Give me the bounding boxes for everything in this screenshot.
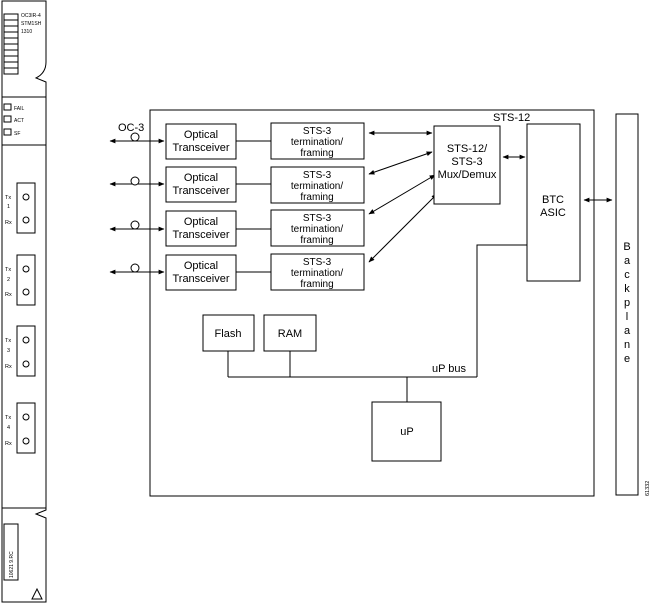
svg-text:framing: framing — [300, 192, 333, 203]
card-title-line-3: 1310 — [21, 29, 32, 35]
svg-text:uP: uP — [400, 426, 413, 438]
sts12-enclosure — [149, 109, 595, 497]
svg-text:STS-3: STS-3 — [303, 213, 332, 224]
svg-text:B: B — [623, 241, 630, 253]
svg-text:ACT: ACT — [14, 118, 24, 124]
svg-text:Optical: Optical — [184, 172, 218, 184]
svg-text:framing: framing — [300, 279, 333, 290]
optical-transceiver-4: Optical Transceiver — [165, 254, 237, 291]
port-3: Tx 3 Rx — [5, 325, 36, 377]
svg-text:10621 9.RC: 10621 9.RC — [9, 551, 15, 578]
flash-block: Flash — [202, 314, 255, 352]
svg-text:framing: framing — [300, 148, 333, 159]
svg-text:k: k — [624, 283, 630, 295]
svg-text:Rx: Rx — [5, 220, 12, 226]
svg-text:n: n — [624, 339, 630, 351]
svg-text:1: 1 — [7, 204, 10, 210]
btc-asic-block: BTC ASIC — [526, 123, 581, 282]
sts3-framer-2: STS-3 termination/ framing — [270, 166, 365, 204]
svg-text:c: c — [624, 269, 630, 281]
svg-text:termination/: termination/ — [291, 137, 343, 148]
oc3-connector-3 — [109, 220, 165, 232]
svg-text:a: a — [624, 325, 631, 337]
svg-text:termination/: termination/ — [291, 181, 343, 192]
svg-text:STS-3: STS-3 — [303, 170, 332, 181]
port-4: Tx 4 Rx — [5, 402, 36, 454]
svg-text:termination/: termination/ — [291, 224, 343, 235]
svg-text:framing: framing — [300, 235, 333, 246]
svg-text:STS-12/: STS-12/ — [447, 143, 488, 155]
svg-text:ASIC: ASIC — [540, 207, 566, 219]
triangle-icon — [31, 587, 43, 600]
svg-text:l: l — [626, 311, 628, 323]
svg-text:STS-3: STS-3 — [303, 126, 332, 137]
oc3-connector-1 — [109, 132, 165, 144]
arrow-framer-mux-3 — [368, 174, 436, 215]
svg-text:BTC: BTC — [542, 194, 564, 206]
svg-text:FAIL: FAIL — [14, 106, 25, 112]
svg-text:STS-3: STS-3 — [451, 156, 482, 168]
ram-block: RAM — [263, 314, 317, 352]
svg-text:STS-3: STS-3 — [303, 257, 332, 268]
svg-text:Rx: Rx — [5, 292, 12, 298]
port-1: Tx 1 Rx — [5, 182, 36, 234]
oc3-connector-4 — [109, 263, 165, 275]
svg-text:Transceiver: Transceiver — [172, 185, 229, 197]
barcode-label: 10621 9.RC — [3, 523, 19, 581]
svg-text:Optical: Optical — [184, 216, 218, 228]
svg-text:p: p — [624, 297, 630, 309]
svg-text:Tx: Tx — [5, 195, 11, 201]
port-2: Tx 2 Rx — [5, 254, 36, 306]
backplane: B a c k p l a n e — [615, 113, 639, 496]
arrow-framer-mux-2 — [368, 151, 433, 175]
svg-text:3: 3 — [7, 348, 10, 354]
svg-text:e: e — [624, 353, 630, 365]
svg-text:Tx: Tx — [5, 267, 11, 273]
svg-text:Tx: Tx — [5, 415, 11, 421]
led-sf: SF — [3, 128, 20, 137]
svg-text:Transceiver: Transceiver — [172, 142, 229, 154]
svg-text:2: 2 — [7, 277, 10, 283]
arrow-framer-mux-4 — [368, 193, 438, 263]
svg-text:Rx: Rx — [5, 364, 12, 370]
svg-text:Transceiver: Transceiver — [172, 229, 229, 241]
svg-text:termination/: termination/ — [291, 268, 343, 279]
up-bus-lines — [227, 244, 527, 402]
oc3-label: OC-3 — [118, 122, 144, 134]
svg-text:a: a — [624, 255, 631, 267]
optical-transceiver-1: Optical Transceiver — [165, 123, 237, 160]
up-block: uP — [371, 401, 442, 462]
svg-text:Optical: Optical — [184, 129, 218, 141]
led-fail: FAIL — [3, 103, 25, 112]
svg-text:Flash: Flash — [215, 328, 242, 340]
card-faceplate: OC3IR-4 STM1SH 1310 FAIL ACT SF Tx 1 Rx — [1, 0, 47, 603]
sts12-label: STS-12 — [493, 112, 530, 124]
optical-transceiver-2: Optical Transceiver — [165, 166, 237, 203]
vent-slots — [3, 13, 19, 75]
sts3-framer-3: STS-3 termination/ framing — [270, 209, 365, 247]
led-act: ACT — [3, 115, 24, 124]
svg-text:Tx: Tx — [5, 338, 11, 344]
svg-text:Mux/Demux: Mux/Demux — [438, 169, 497, 181]
svg-text:RAM: RAM — [278, 328, 302, 340]
figure-id: 61332 — [645, 481, 651, 496]
sts3-framer-4: STS-3 termination/ framing — [270, 253, 365, 291]
oc3-connector-2 — [109, 176, 165, 187]
up-bus-label: uP bus — [432, 363, 467, 375]
card-title-line-1: OC3IR-4 — [21, 13, 41, 19]
svg-text:Optical: Optical — [184, 260, 218, 272]
card-title-line-2: STM1SH — [21, 21, 42, 27]
svg-text:Transceiver: Transceiver — [172, 273, 229, 285]
svg-text:4: 4 — [7, 425, 10, 431]
optical-transceiver-3: Optical Transceiver — [165, 210, 237, 247]
svg-text:Rx: Rx — [5, 441, 12, 447]
sts3-framer-1: STS-3 termination/ framing — [270, 122, 365, 160]
svg-text:SF: SF — [14, 131, 20, 137]
mux-demux-block: STS-12/ STS-3 Mux/Demux — [433, 125, 501, 205]
